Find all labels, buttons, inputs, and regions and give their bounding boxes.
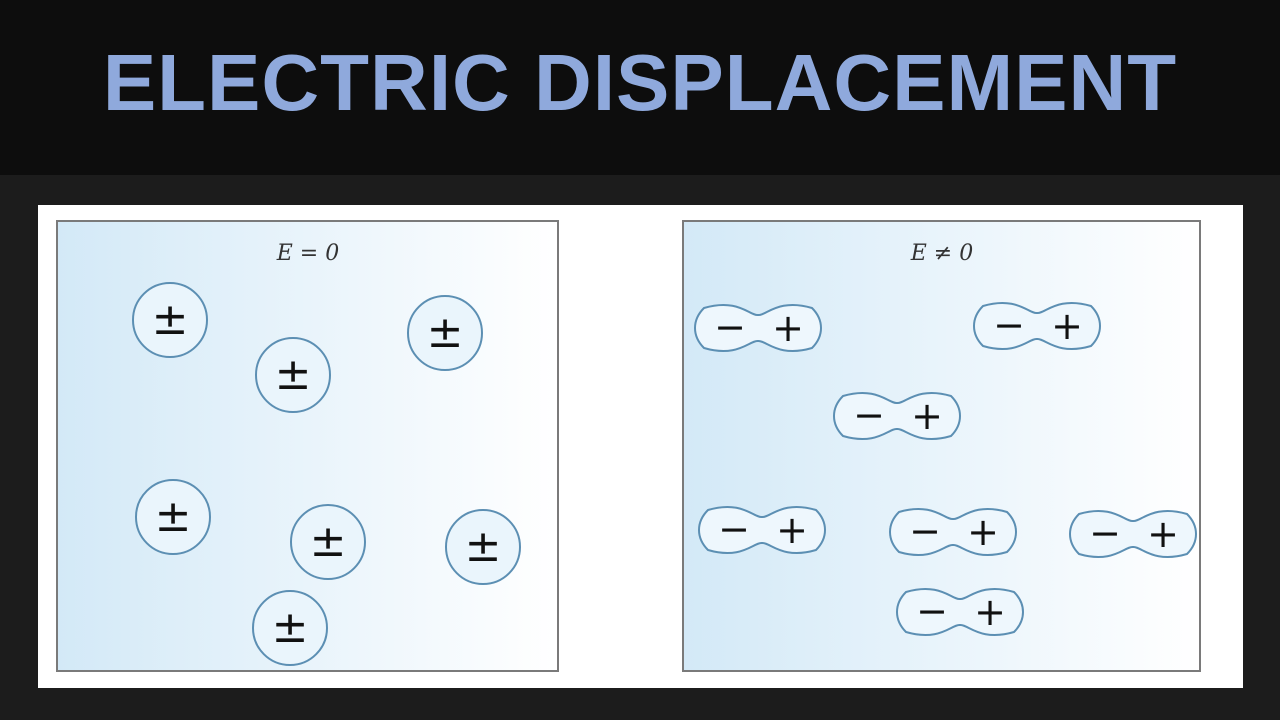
dipole-minus: − <box>714 305 746 349</box>
atom-7: ± <box>252 590 328 666</box>
atom-1: ± <box>132 282 208 358</box>
atom-symbol: ± <box>152 294 189 345</box>
atom-5: ± <box>290 504 366 580</box>
atom-6: ± <box>445 509 521 585</box>
title-bar <box>0 0 1280 175</box>
dipole-plus: + <box>772 306 804 350</box>
atom-symbol: ± <box>155 491 192 542</box>
dipole-minus: − <box>853 393 885 437</box>
atom-symbol: ± <box>427 307 464 358</box>
panel-label-left: E = 0 <box>276 241 339 266</box>
dipole-minus: − <box>916 589 948 633</box>
dipole-6: −+ <box>1069 509 1197 559</box>
atom-4: ± <box>135 479 211 555</box>
dipole-minus: − <box>1089 511 1121 555</box>
dipole-7: −+ <box>896 587 1024 637</box>
panel-polarized: E ≠ 0 −+−+−+−+−+−+−+ <box>682 220 1201 672</box>
dipole-plus: + <box>1147 512 1179 556</box>
atom-2: ± <box>407 295 483 371</box>
atom-3: ± <box>255 337 331 413</box>
dipole-plus: + <box>967 510 999 554</box>
page-title: ELECTRIC DISPLACEMENT <box>102 38 1178 127</box>
panel-unpolarized: E = 0 ±±±±±±± <box>56 220 559 672</box>
dipole-plus: + <box>1051 304 1083 348</box>
dipole-2: −+ <box>973 301 1101 351</box>
atom-symbol: ± <box>310 516 347 567</box>
atom-symbol: ± <box>272 602 309 653</box>
dipole-plus: + <box>974 590 1006 634</box>
panel-label-right: E ≠ 0 <box>910 241 973 266</box>
dipole-minus: − <box>993 303 1025 347</box>
atom-symbol: ± <box>465 521 502 572</box>
dipole-4: −+ <box>698 505 826 555</box>
dipole-minus: − <box>909 509 941 553</box>
dipole-plus: + <box>911 394 943 438</box>
atom-symbol: ± <box>275 349 312 400</box>
dipole-minus: − <box>718 507 750 551</box>
dipole-5: −+ <box>889 507 1017 557</box>
dipole-plus: + <box>776 508 808 552</box>
dipole-3: −+ <box>833 391 961 441</box>
dipole-group: −+−+−+−+−+−+−+ <box>694 301 1197 637</box>
atom-group: ±±±±±±± <box>132 282 521 666</box>
dipole-1: −+ <box>694 303 822 353</box>
